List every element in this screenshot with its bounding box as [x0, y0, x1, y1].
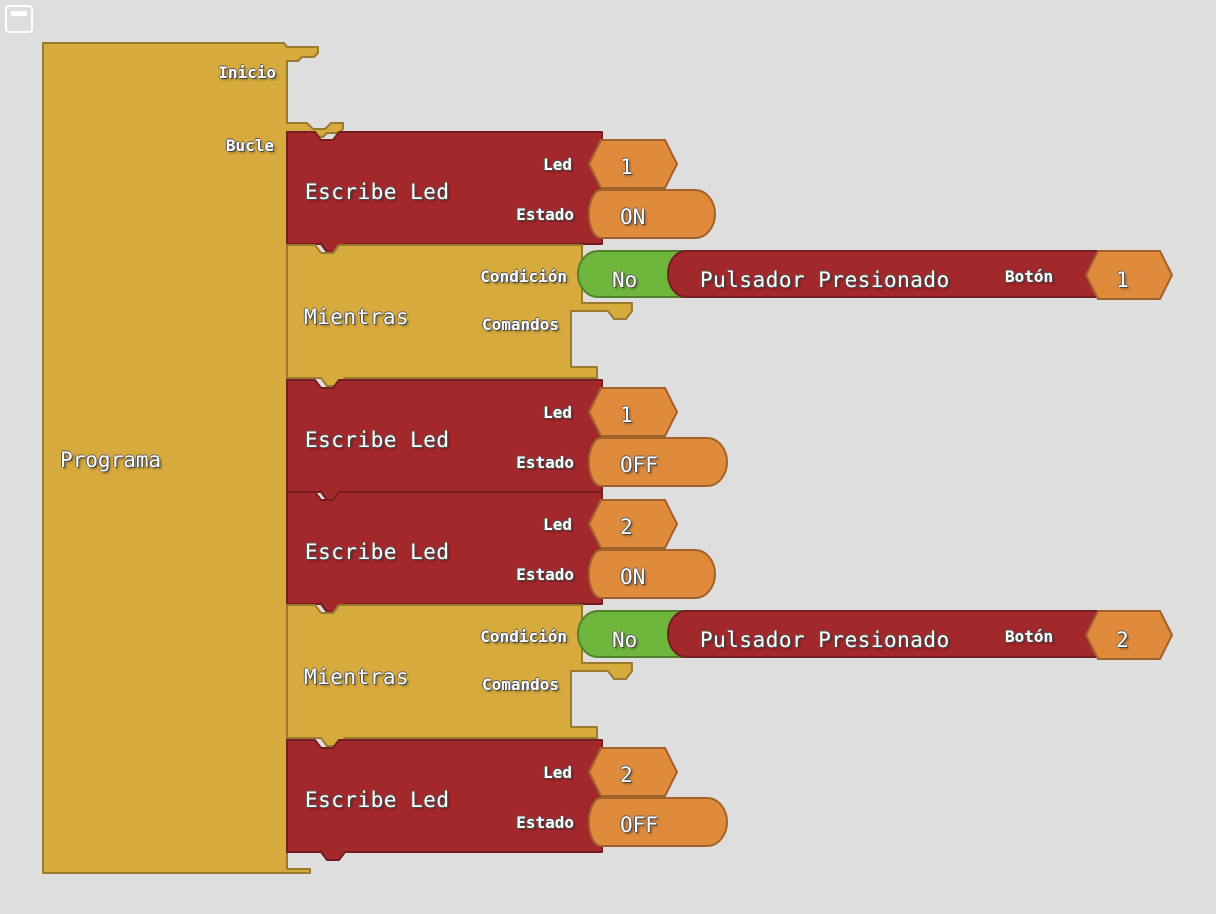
button-number-value[interactable]: 2	[1116, 628, 1129, 652]
write-led-block[interactable]	[286, 739, 603, 861]
write-led-state-label: Estado	[516, 205, 574, 224]
not-label: No	[612, 628, 638, 652]
while-commands-label: Comandos	[481, 675, 559, 694]
not-label: No	[612, 268, 638, 292]
program-label: Programa	[60, 448, 162, 472]
button-label: Botón	[1005, 627, 1054, 646]
led-number-input[interactable]	[588, 387, 678, 437]
button-number-value[interactable]: 1	[1116, 268, 1129, 292]
button-number-input[interactable]	[1085, 250, 1173, 300]
while-title: Mientras	[304, 305, 410, 329]
write-led-title: Escribe Led	[305, 180, 450, 204]
button-pressed-block[interactable]	[667, 610, 1099, 658]
write-led-title: Escribe Led	[305, 788, 450, 812]
button-label: Botón	[1005, 267, 1054, 286]
write-led-title: Escribe Led	[305, 428, 450, 452]
write-led-led-label: Led	[543, 403, 572, 422]
program-setup-label: Inicio	[218, 63, 276, 82]
write-led-state-label: Estado	[516, 813, 574, 832]
button-number-input[interactable]	[1085, 610, 1173, 660]
while-block[interactable]	[286, 604, 633, 747]
program-loop-label: Bucle	[225, 136, 274, 155]
write-led-led-label: Led	[543, 763, 572, 782]
not-block[interactable]	[577, 610, 689, 658]
led-number-input[interactable]	[588, 499, 678, 549]
led-number-value[interactable]: 1	[620, 403, 633, 427]
while-commands-label: Comandos	[481, 315, 559, 334]
led-number-value[interactable]: 2	[620, 763, 633, 787]
while-condition-label: Condición	[480, 267, 567, 286]
button-pressed-label: Pulsador Presionado	[700, 628, 950, 652]
button-pressed-block[interactable]	[667, 250, 1099, 298]
led-state-value[interactable]: ON	[620, 565, 646, 589]
led-state-input[interactable]	[588, 437, 728, 487]
write-led-led-label: Led	[543, 155, 572, 174]
led-state-input[interactable]	[588, 189, 716, 239]
while-condition-label: Condición	[480, 627, 567, 646]
led-number-input[interactable]	[588, 747, 678, 797]
window-icon[interactable]	[5, 5, 33, 33]
led-number-input[interactable]	[588, 139, 678, 189]
not-block[interactable]	[577, 250, 689, 298]
led-state-input[interactable]	[588, 549, 716, 599]
write-led-block[interactable]	[286, 131, 603, 253]
led-state-value[interactable]: OFF	[620, 813, 658, 837]
button-pressed-label: Pulsador Presionado	[700, 268, 950, 292]
led-state-value[interactable]: OFF	[620, 453, 658, 477]
led-state-value[interactable]: ON	[620, 205, 646, 229]
write-led-led-label: Led	[543, 515, 572, 534]
led-number-value[interactable]: 2	[620, 515, 633, 539]
write-led-block[interactable]	[286, 491, 603, 613]
write-led-state-label: Estado	[516, 453, 574, 472]
while-block[interactable]	[286, 244, 633, 387]
while-title: Mientras	[304, 665, 410, 689]
led-number-value[interactable]: 1	[620, 155, 633, 179]
write-led-state-label: Estado	[516, 565, 574, 584]
write-led-title: Escribe Led	[305, 540, 450, 564]
led-state-input[interactable]	[588, 797, 728, 847]
